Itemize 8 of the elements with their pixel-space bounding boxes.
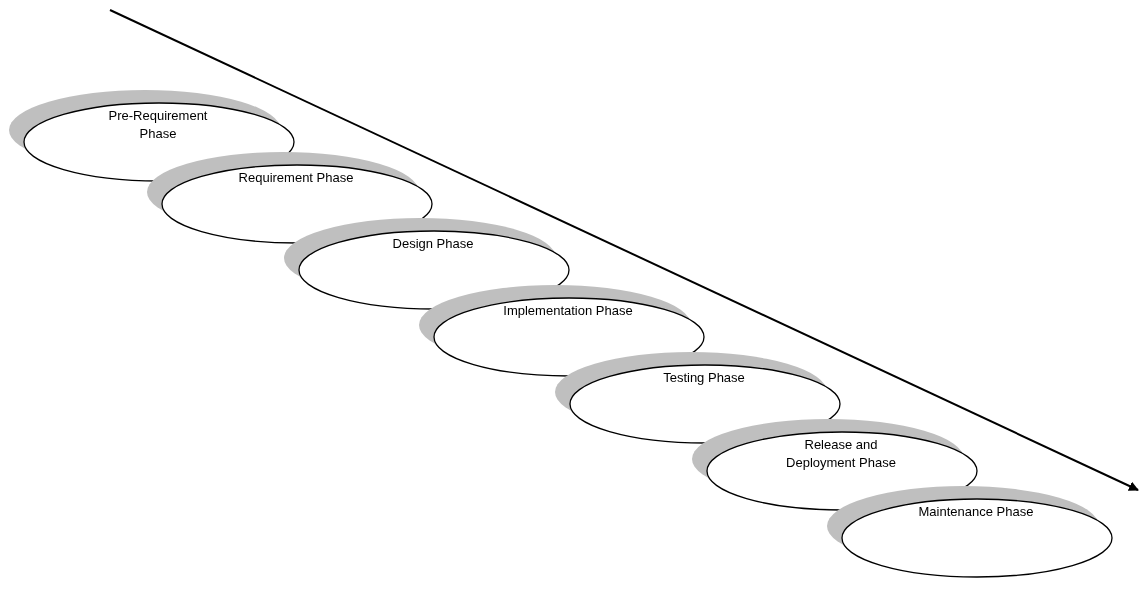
phase-label: Testing Phase: [662, 369, 746, 387]
phase-label: Requirement Phase: [237, 169, 355, 187]
phase-ellipse: [826, 485, 1114, 579]
phase-label: Maintenance Phase: [917, 503, 1035, 521]
phase-label: Design Phase: [391, 235, 475, 253]
phase-label: Implementation Phase: [502, 302, 634, 320]
phase-label: Release and Deployment Phase: [785, 436, 897, 472]
phase-label: Pre-Requirement Phase: [107, 107, 209, 143]
